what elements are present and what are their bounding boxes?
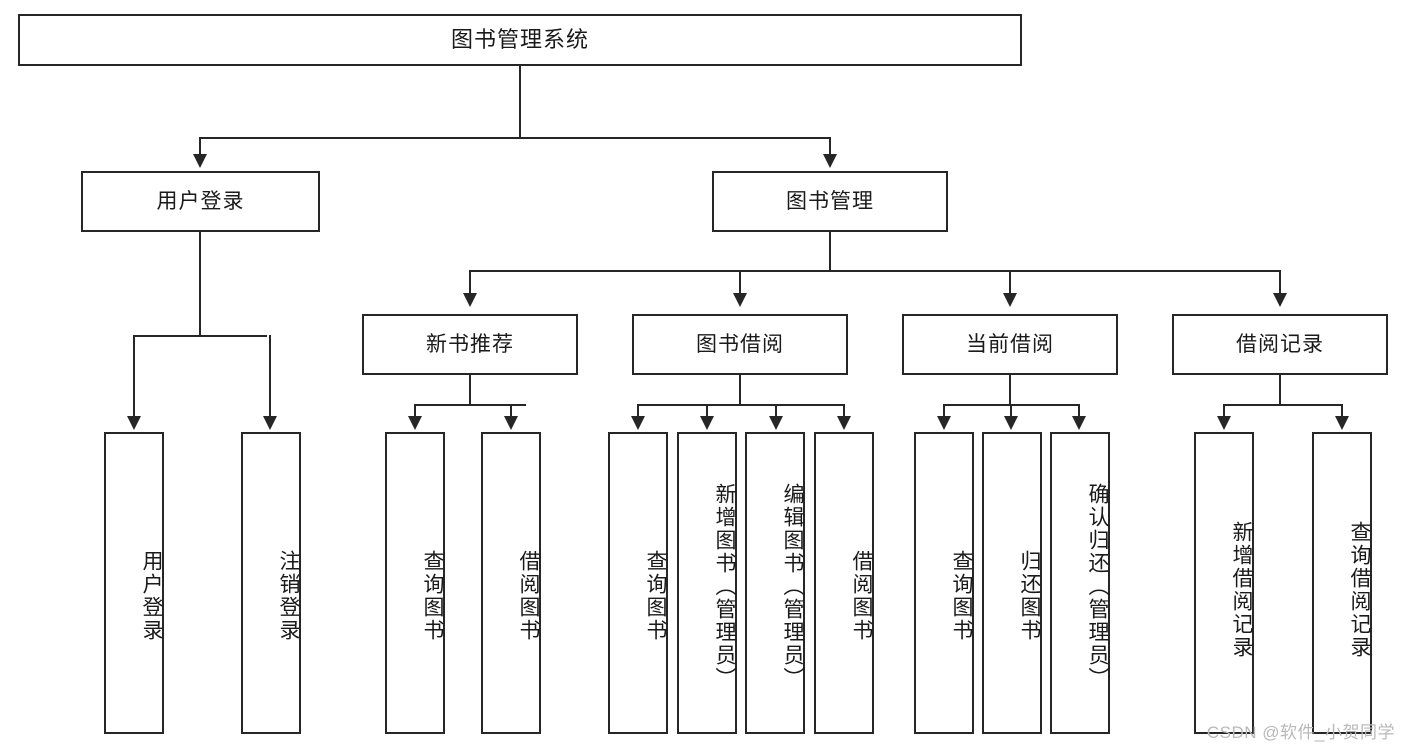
arrowhead-new-book-recommend (463, 293, 477, 307)
connector-user-login-bus (133, 335, 267, 337)
connector-drop-book-borrow (739, 270, 741, 294)
connector-level3-bus (469, 270, 1281, 272)
connector-borrow-record-stem (1279, 375, 1281, 405)
connector-drop-query-book-2 (637, 404, 639, 418)
connector-root-stem (519, 66, 521, 138)
node-leaf-confirm-return[interactable]: 确认归还（管理员） (1050, 432, 1110, 734)
connector-drop-add-record (1223, 404, 1225, 418)
node-leaf-query-book-1[interactable]: 查询图书 (385, 432, 445, 734)
arrowhead-return-book (1004, 416, 1018, 430)
node-label: 用户登录 (140, 550, 163, 642)
connector-borrow-record-bus (1223, 404, 1342, 406)
node-leaf-return-book[interactable]: 归还图书 (982, 432, 1042, 734)
connector-level2-bus (199, 137, 831, 139)
connector-new-book-recommend-bus (414, 404, 526, 406)
arrowhead-add-book (700, 416, 714, 430)
arrowhead-borrow-book-2 (837, 416, 851, 430)
node-label: 借阅图书 (850, 550, 873, 642)
node-root-book-management-system[interactable]: 图书管理系统 (18, 14, 1022, 66)
connector-book-borrow-stem (739, 375, 741, 405)
arrowhead-user-login (193, 154, 207, 168)
node-label: 借阅图书 (517, 550, 540, 642)
node-leaf-add-record[interactable]: 新增借阅记录 (1194, 432, 1254, 734)
node-leaf-borrow-book-2[interactable]: 借阅图书 (814, 432, 874, 734)
node-label: 图书管理 (786, 189, 874, 213)
node-label: 图书管理系统 (450, 26, 589, 52)
node-label: 注销登录 (277, 550, 300, 642)
arrowhead-borrow-record (1273, 293, 1287, 307)
arrowhead-add-record (1217, 416, 1231, 430)
connector-drop-return-book (1010, 404, 1012, 418)
node-leaf-user-login[interactable]: 用户登录 (104, 432, 164, 734)
arrowhead-query-book-3 (937, 416, 951, 430)
connector-current-borrow-stem (1009, 375, 1011, 405)
node-label: 新增图书（管理员） (713, 482, 736, 690)
node-label: 新书推荐 (426, 332, 514, 356)
node-leaf-add-book[interactable]: 新增图书（管理员） (677, 432, 737, 734)
connector-drop-confirm-return (1078, 404, 1080, 418)
node-leaf-borrow-book-1[interactable]: 借阅图书 (481, 432, 541, 734)
node-label: 查询图书 (950, 550, 973, 642)
arrowhead-edit-book (769, 416, 783, 430)
arrowhead-current-borrow (1003, 293, 1017, 307)
node-label: 新增借阅记录 (1230, 521, 1253, 659)
node-leaf-logout[interactable]: 注销登录 (241, 432, 301, 734)
connector-drop-query-record (1341, 404, 1343, 418)
connector-drop-book-manage (829, 137, 831, 155)
node-label: 查询图书 (421, 550, 444, 642)
node-label: 查询借阅记录 (1348, 521, 1371, 659)
node-label: 归还图书 (1018, 550, 1041, 642)
connector-drop-leaf-logout (269, 335, 271, 417)
connector-drop-borrow-record (1279, 270, 1281, 294)
connector-drop-add-book (706, 404, 708, 418)
node-leaf-edit-book[interactable]: 编辑图书（管理员） (745, 432, 805, 734)
node-book-management[interactable]: 图书管理 (712, 171, 948, 232)
node-current-borrow[interactable]: 当前借阅 (902, 314, 1118, 375)
connector-drop-borrow-book-1 (510, 404, 512, 418)
node-borrow-record[interactable]: 借阅记录 (1172, 314, 1388, 375)
arrowhead-query-book-2 (631, 416, 645, 430)
arrowhead-leaf-user-login (127, 416, 141, 430)
node-leaf-query-book-2[interactable]: 查询图书 (608, 432, 668, 734)
connector-book-manage-stem (829, 232, 831, 271)
connector-drop-query-book-3 (943, 404, 945, 418)
node-label: 查询图书 (644, 550, 667, 642)
connector-drop-new-book-recommend (469, 270, 471, 294)
connector-drop-current-borrow (1009, 270, 1011, 294)
connector-drop-user-login (199, 137, 201, 155)
node-label: 确认归还（管理员） (1086, 482, 1109, 690)
arrowhead-query-record (1335, 416, 1349, 430)
connector-user-login-stem (199, 232, 201, 336)
arrowhead-query-book-1 (408, 416, 422, 430)
arrowhead-borrow-book-1 (504, 416, 518, 430)
node-book-borrow[interactable]: 图书借阅 (632, 314, 848, 375)
watermark-text: CSDN @软件_小贺同学 (1206, 723, 1395, 742)
node-label: 当前借阅 (966, 332, 1054, 356)
node-user-login[interactable]: 用户登录 (81, 171, 320, 232)
connector-book-borrow-bus (637, 404, 844, 406)
node-label: 借阅记录 (1236, 332, 1324, 356)
connector-drop-leaf-user-login (133, 335, 135, 417)
connector-drop-borrow-book-2 (843, 404, 845, 418)
node-label: 用户登录 (156, 189, 245, 213)
connector-new-book-recommend-stem (469, 375, 471, 405)
arrowhead-book-borrow (733, 293, 747, 307)
node-leaf-query-book-3[interactable]: 查询图书 (914, 432, 974, 734)
node-leaf-query-record[interactable]: 查询借阅记录 (1312, 432, 1372, 734)
connector-drop-query-book-1 (414, 404, 416, 418)
arrowhead-confirm-return (1072, 416, 1086, 430)
node-label: 编辑图书（管理员） (781, 482, 804, 690)
arrowhead-leaf-logout (263, 416, 277, 430)
connector-drop-edit-book (775, 404, 777, 418)
arrowhead-book-manage (823, 154, 837, 168)
node-label: 图书借阅 (696, 332, 784, 356)
node-new-book-recommend[interactable]: 新书推荐 (362, 314, 578, 375)
